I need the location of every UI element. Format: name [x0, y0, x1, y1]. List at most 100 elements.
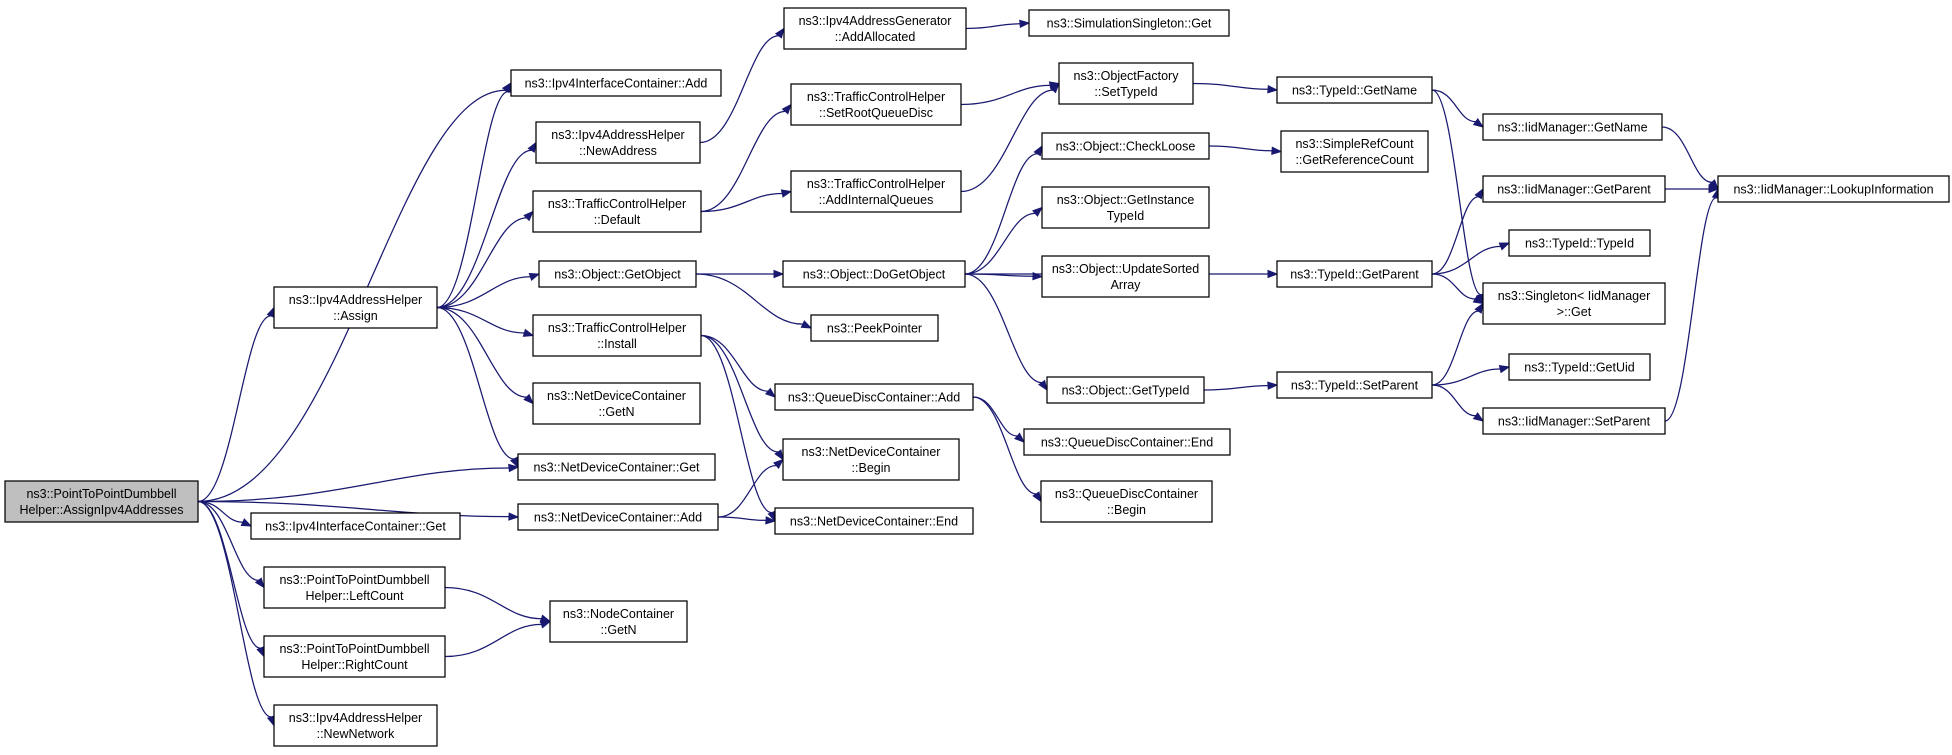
node-qdcend[interactable]: ns3::QueueDiscContainer::End — [1023, 428, 1231, 456]
edge-line — [444, 623, 542, 658]
node-rightcount[interactable]: ns3::PointToPointDumbbellHelper::RightCo… — [263, 635, 446, 678]
edge-objgettypeid-to-tidsetparent — [1203, 381, 1279, 391]
node-iidgetparent[interactable]: ns3::IidManager::GetParent — [1482, 175, 1666, 203]
node-box — [1276, 76, 1433, 104]
edge-dogetobject-to-checkloose — [964, 144, 1043, 275]
edge-newaddress-to-addalloc — [699, 27, 785, 144]
node-objgettypeid[interactable]: ns3::Object::GetTypeId — [1046, 376, 1205, 404]
node-tidsetparent[interactable]: ns3::TypeId::SetParent — [1276, 371, 1433, 399]
node-tchdefault[interactable]: ns3::TrafficControlHelper::Default — [532, 190, 702, 233]
node-label: ns3::Object::GetObject — [554, 268, 681, 282]
edge-line — [436, 276, 531, 309]
node-ndcbegin[interactable]: ns3::NetDeviceContainer::Begin — [782, 438, 960, 481]
node-assign[interactable]: ns3::Ipv4AddressHelper::Assign — [273, 286, 438, 329]
node-box — [810, 314, 939, 342]
node-ipcget[interactable]: ns3::Ipv4InterfaceContainer::Get — [250, 512, 461, 540]
edge-arrowhead — [773, 458, 785, 469]
node-lookup[interactable]: ns3::IidManager::LookupInformation — [1717, 175, 1950, 203]
node-box — [1482, 175, 1666, 203]
node-label: Array — [1111, 278, 1142, 292]
node-peekpointer[interactable]: ns3::PeekPointer — [810, 314, 939, 342]
node-label: ns3::IidManager::GetName — [1497, 121, 1647, 135]
node-ndcadd[interactable]: ns3::NetDeviceContainer::Add — [517, 503, 719, 531]
edge-addinternal-to-ofsettypeid — [960, 82, 1060, 193]
node-qdcbegin[interactable]: ns3::QueueDiscContainer::Begin — [1040, 480, 1213, 523]
edge-arrowhead — [780, 189, 793, 198]
edge-line — [436, 149, 532, 309]
node-box — [517, 503, 719, 531]
node-box — [532, 382, 701, 425]
node-newaddress[interactable]: ns3::Ipv4AddressHelper::NewAddress — [535, 121, 701, 164]
node-ncgetn[interactable]: ns3::NodeContainer::GetN — [549, 600, 688, 643]
node-label: ns3::SimpleRefCount — [1295, 137, 1414, 151]
edge-arrowhead — [1472, 295, 1485, 305]
node-tchinstall[interactable]: ns3::TrafficControlHelper::Install — [532, 314, 702, 357]
edge-arrowhead — [1019, 19, 1031, 29]
node-label: ns3::TrafficControlHelper — [807, 177, 945, 191]
node-label: ns3::QueueDiscContainer::Add — [788, 391, 960, 405]
node-label: ns3::PointToPointDumbbell — [26, 487, 176, 501]
edge-assign-to-tchinstall — [436, 306, 535, 337]
edge-line — [1431, 310, 1479, 386]
node-tidgetuid[interactable]: ns3::TypeId::GetUid — [1508, 353, 1651, 381]
edge-leftcount-to-ncgetn — [444, 586, 552, 623]
node-box — [1041, 132, 1210, 160]
node-iidgetname[interactable]: ns3::IidManager::GetName — [1482, 113, 1663, 141]
edge-iidsetparent-to-lookup — [1664, 187, 1721, 422]
node-getobject[interactable]: ns3::Object::GetObject — [538, 260, 697, 288]
node-label: ns3::TrafficControlHelper — [807, 90, 945, 104]
node-box — [1508, 353, 1651, 381]
node-ndcend[interactable]: ns3::NetDeviceContainer::End — [774, 507, 974, 535]
node-label: ns3::Object::DoGetObject — [803, 268, 946, 282]
edge-arrowhead — [773, 269, 785, 279]
node-label: ns3::TypeId::GetUid — [1524, 361, 1635, 375]
edge-qdcadd-to-qdcend — [972, 396, 1026, 443]
node-qdcadd[interactable]: ns3::QueueDiscContainer::Add — [774, 383, 974, 411]
edge-arrowhead — [240, 518, 253, 527]
node-tidgetparent[interactable]: ns3::TypeId::GetParent — [1276, 260, 1433, 288]
node-leftcount[interactable]: ns3::PointToPointDumbbellHelper::LeftCou… — [263, 566, 446, 609]
node-newnetwork[interactable]: ns3::Ipv4AddressHelper::NewNetwork — [273, 704, 438, 747]
edge-arrowhead — [527, 141, 537, 153]
node-root[interactable]: ns3::PointToPointDumbbellHelper::AssignI… — [4, 480, 199, 523]
node-label: ::Begin — [1107, 503, 1146, 517]
node-ndcget[interactable]: ns3::NetDeviceContainer::Get — [517, 453, 716, 481]
edge-line — [964, 153, 1038, 275]
edge-assign-to-getobject — [436, 272, 541, 309]
node-label: ns3::QueueDiscContainer — [1055, 487, 1198, 501]
node-checkloose[interactable]: ns3::Object::CheckLoose — [1041, 132, 1210, 160]
node-label: ns3::TypeId::GetName — [1292, 84, 1417, 98]
node-box — [263, 566, 446, 609]
edge-root-to-newnetwork — [197, 500, 275, 727]
node-box — [273, 704, 438, 747]
edge-arrowhead — [523, 210, 534, 222]
node-simplerefcount[interactable]: ns3::SimpleRefCount::GetReferenceCount — [1280, 130, 1429, 173]
node-ipcadd[interactable]: ns3::Ipv4InterfaceContainer::Add — [510, 69, 722, 97]
edge-arrowhead — [1267, 269, 1279, 279]
edge-arrowhead — [254, 577, 265, 589]
node-label: Helper::LeftCount — [306, 589, 405, 603]
node-label: ns3::IidManager::LookupInformation — [1733, 183, 1933, 197]
edge-line — [197, 467, 510, 503]
node-iidsetparent[interactable]: ns3::IidManager::SetParent — [1482, 407, 1666, 435]
node-simsingleton[interactable]: ns3::SimulationSingleton::Get — [1028, 9, 1230, 37]
node-tidgetname[interactable]: ns3::TypeId::GetName — [1276, 76, 1433, 104]
node-ofsettypeid[interactable]: ns3::ObjectFactory::SetTypeId — [1058, 62, 1194, 105]
node-tidtypeid[interactable]: ns3::TypeId::TypeId — [1508, 229, 1651, 257]
node-addalloc[interactable]: ns3::Ipv4AddressGenerator::AddAllocated — [783, 7, 967, 50]
edge-arrowhead — [539, 620, 552, 629]
node-ndcgetn[interactable]: ns3::NetDeviceContainer::GetN — [532, 382, 701, 425]
node-singletonget[interactable]: ns3::Singleton< IidManager >::Get — [1482, 282, 1666, 325]
edge-line — [700, 334, 779, 453]
node-dogetobject[interactable]: ns3::Object::DoGetObject — [782, 260, 966, 288]
node-addinternal[interactable]: ns3::TrafficControlHelper::AddInternalQu… — [790, 170, 962, 213]
node-setroot[interactable]: ns3::TrafficControlHelper::SetRootQueueD… — [790, 83, 962, 126]
edge-assign-to-ndcgetn — [436, 306, 534, 405]
edge-arrowhead — [1472, 117, 1485, 128]
node-label: ns3::PointToPointDumbbell — [279, 573, 429, 587]
edge-root-to-assign — [197, 306, 275, 503]
node-label: ns3::NetDeviceContainer — [547, 389, 686, 403]
node-label: ::GetN — [598, 405, 634, 419]
